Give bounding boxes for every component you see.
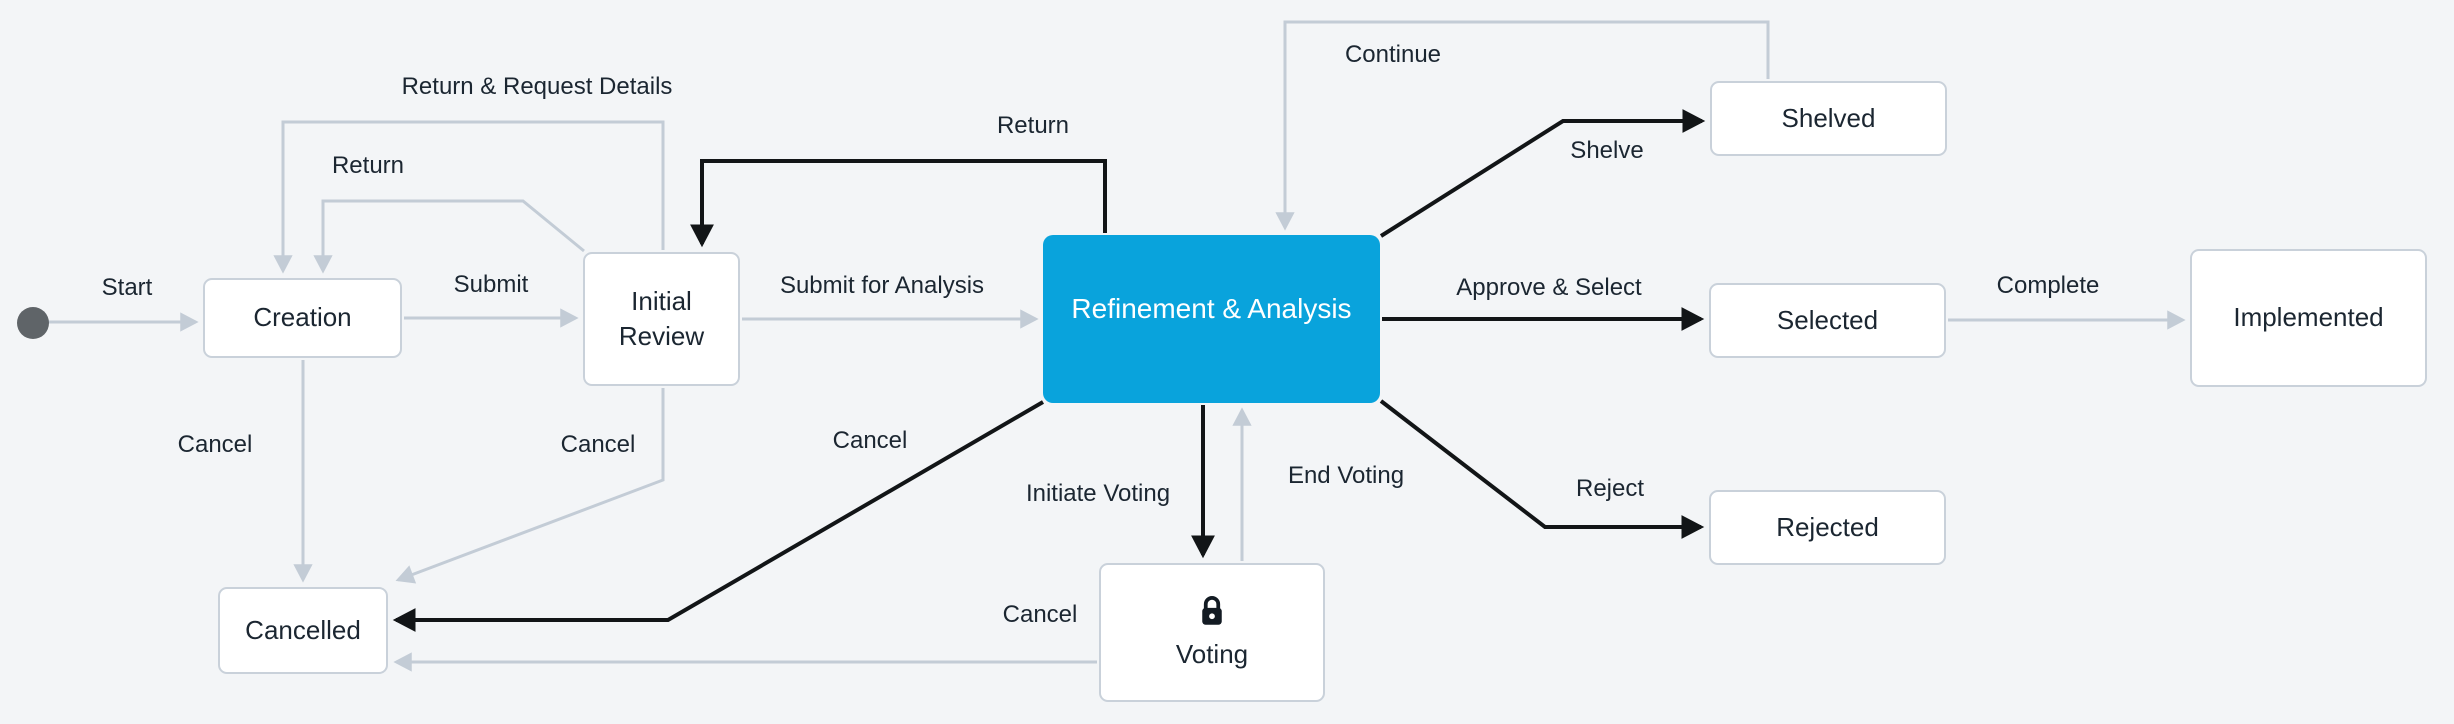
edge-label-start: Start — [101, 274, 153, 301]
edge-refinement-cancelled-cancel — [392, 400, 1045, 632]
edge-label-approve-select: Approve & Select — [1456, 274, 1642, 301]
edge-shelved-refinement-continue — [1275, 20, 1770, 231]
edge-label-cancel-initial-review: Cancel — [560, 431, 636, 458]
edge-label-continue: Continue — [1344, 41, 1442, 68]
edge-label-return-inner: Return — [331, 152, 405, 179]
node-cancelled[interactable]: Cancelled — [218, 587, 388, 674]
node-selected[interactable]: Selected — [1709, 283, 1946, 358]
edge-initialreview-creation-returnrequest — [273, 120, 665, 274]
edge-label-cancel-creation: Cancel — [177, 431, 253, 458]
edge-initialreview-creation-return — [313, 199, 585, 274]
node-rejected[interactable]: Rejected — [1709, 490, 1946, 565]
edge-label-cancel-voting: Cancel — [1002, 601, 1078, 628]
edge-label-return-top: Return — [996, 112, 1070, 139]
node-initial-review-label: Initial Review — [618, 285, 705, 351]
edge-label-submit-for-analysis: Submit for Analysis — [779, 272, 985, 299]
node-implemented[interactable]: Implemented — [2190, 249, 2427, 387]
edge-label-submit: Submit — [453, 271, 529, 298]
node-initial-review[interactable]: Initial Review — [583, 252, 740, 386]
edge-initialreview-cancelled — [395, 388, 665, 584]
node-creation-label: Creation — [253, 302, 352, 333]
node-creation[interactable]: Creation — [203, 278, 402, 358]
edge-label-shelve: Shelve — [1570, 137, 1644, 164]
edge-refinement-initialreview-return — [690, 159, 1107, 248]
node-refinement-analysis[interactable]: Refinement & Analysis — [1043, 235, 1380, 403]
node-shelved-label: Shelved — [1781, 102, 1876, 133]
edge-label-complete: Complete — [1996, 272, 2100, 299]
edge-label-end-voting: End Voting — [1287, 462, 1405, 489]
edge-label-return-request-details: Return & Request Details — [401, 73, 673, 100]
node-shelved[interactable]: Shelved — [1710, 81, 1947, 156]
edge-refinement-shelved-shelve — [1379, 109, 1706, 238]
edge-label-cancel-refinement: Cancel — [832, 427, 908, 454]
node-cancelled-label: Cancelled — [245, 614, 361, 645]
start-state-node[interactable] — [17, 307, 49, 339]
edge-refinement-rejected-reject — [1379, 399, 1705, 539]
lock-icon — [1197, 593, 1227, 629]
node-voting-label: Voting — [1175, 638, 1249, 669]
edge-label-initiate-voting: Initiate Voting — [1025, 480, 1171, 507]
node-refinement-analysis-label: Refinement & Analysis — [1071, 293, 1352, 325]
node-voting[interactable]: Voting — [1099, 563, 1325, 702]
edge-label-reject: Reject — [1575, 475, 1645, 502]
node-rejected-label: Rejected — [1776, 511, 1879, 542]
node-implemented-label: Implemented — [2233, 302, 2384, 333]
node-selected-label: Selected — [1776, 304, 1879, 335]
